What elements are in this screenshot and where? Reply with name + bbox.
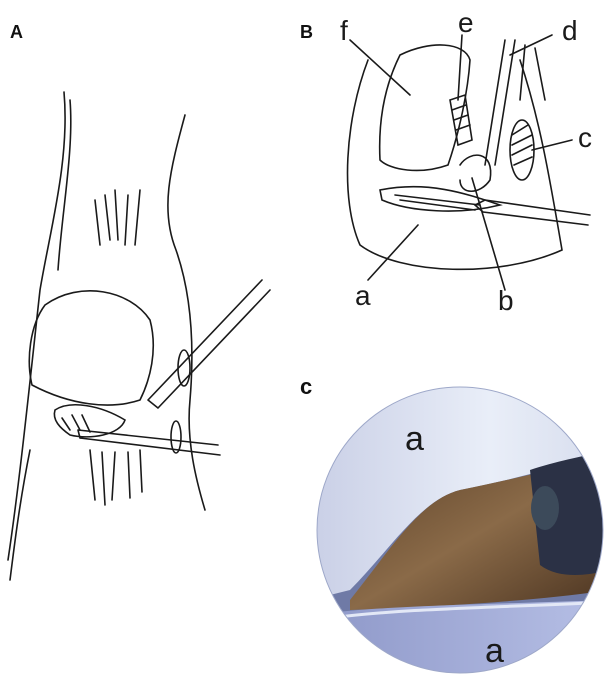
capsule-outline: [348, 60, 562, 269]
structure-d: [485, 40, 545, 165]
callout-f: f: [340, 15, 348, 46]
callout-e: e: [458, 7, 474, 38]
image-label-top: a: [405, 420, 424, 458]
tendon-strands: [95, 190, 140, 245]
panel-c-image: a a: [310, 360, 610, 680]
probe-upper: [148, 280, 270, 408]
image-label-bottom: a: [485, 632, 504, 670]
lower-tendon-strands: [90, 450, 142, 505]
leader-a: [368, 225, 418, 280]
structure-a: [380, 187, 500, 211]
panel-a-label: A: [10, 22, 23, 43]
thigh-outline-left: [8, 92, 65, 560]
panel-b-drawing: f e d c a b: [300, 0, 610, 320]
callout-d: d: [562, 15, 578, 46]
callout-c: c: [578, 122, 592, 153]
callout-a: a: [355, 280, 371, 311]
leader-d: [510, 35, 552, 55]
tissue-bottom: [310, 600, 610, 680]
patella: [29, 291, 153, 405]
leader-b: [472, 178, 505, 290]
callout-b: b: [498, 285, 514, 316]
instrument-tip: [531, 486, 559, 530]
probe: [475, 200, 590, 225]
structure-c-hatch: [512, 125, 532, 165]
leader-c: [532, 140, 572, 150]
leader-e: [458, 35, 462, 100]
portal-ring-lower: [171, 421, 181, 453]
lower-fragment-hatch: [62, 415, 90, 432]
probe-lower: [78, 430, 220, 455]
panel-a-drawing: [0, 80, 290, 660]
